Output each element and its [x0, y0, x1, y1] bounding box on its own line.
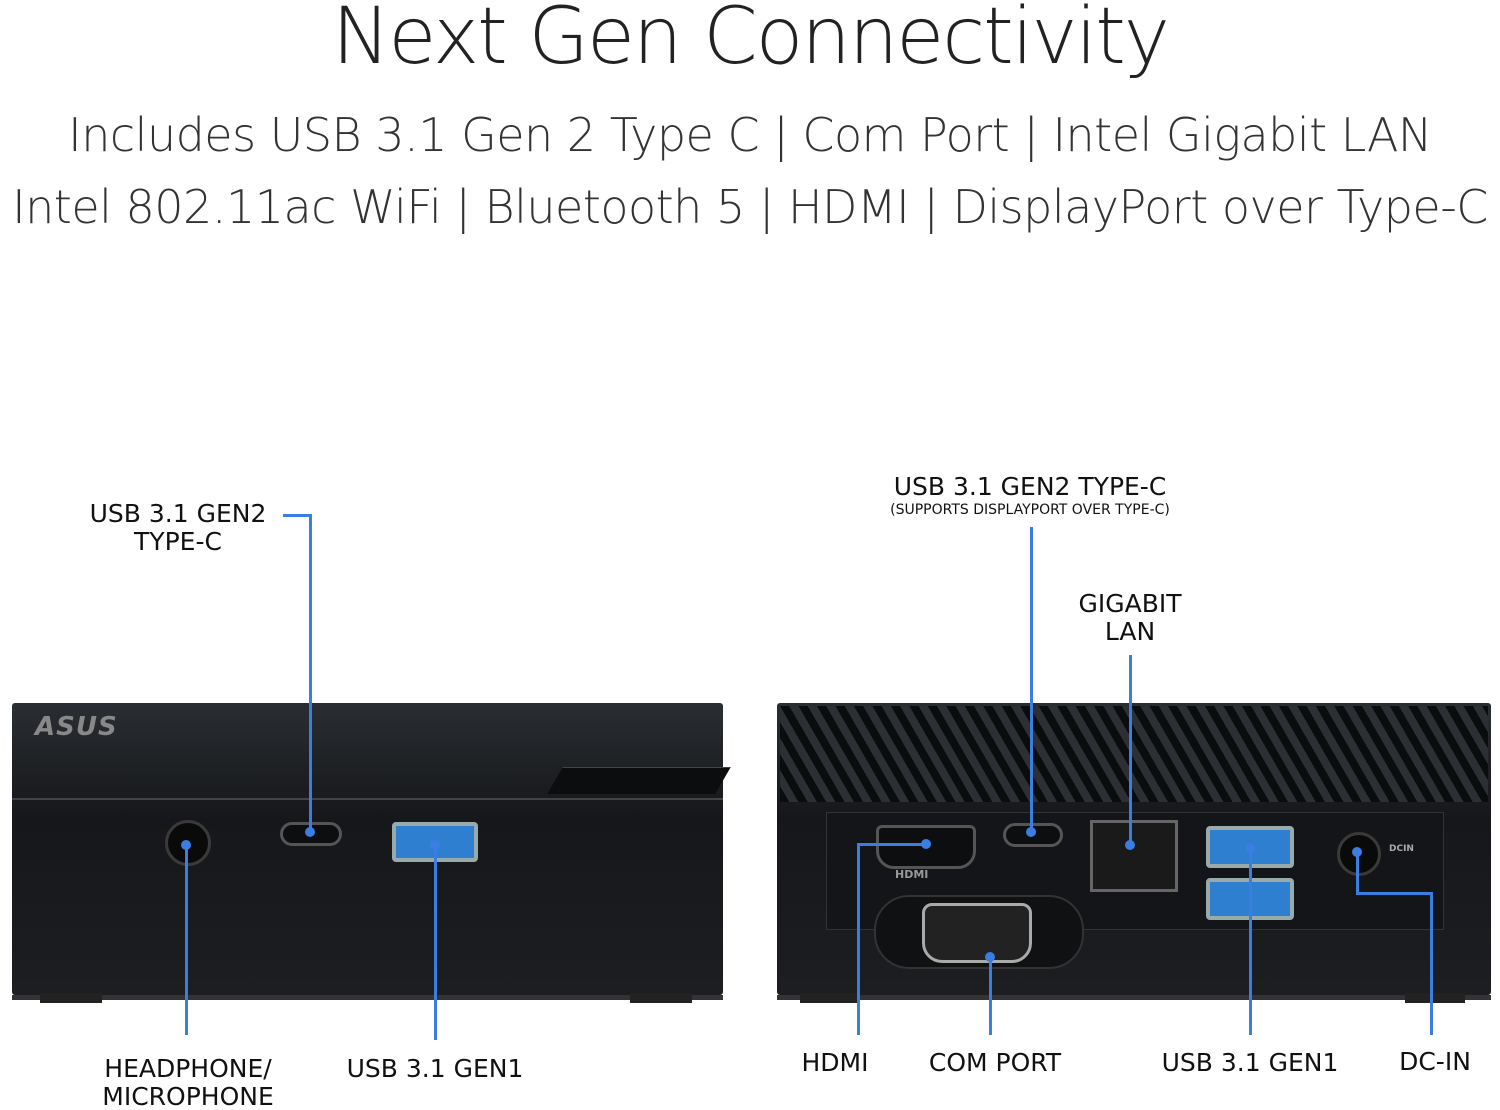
label-line: MICROPHONE: [102, 1082, 274, 1110]
leader-dot: [181, 840, 191, 850]
leader-com: [989, 955, 992, 1035]
leader-dot: [305, 827, 315, 837]
leader-hdmi-v: [857, 843, 860, 1035]
power-button: [547, 767, 731, 794]
hdmi-mark: HDMI: [895, 868, 929, 881]
label-dc-in: DC-IN: [1399, 1047, 1471, 1076]
label-rear-typec: USB 3.1 GEN2 TYPE-C: [893, 472, 1167, 501]
leader-dot: [985, 952, 995, 962]
front-foot-left: [40, 993, 102, 1003]
com-port: [922, 903, 1032, 963]
leader-hdmi-h: [857, 843, 927, 846]
feature-line-1: Includes USB 3.1 Gen 2 Type C | Com Port…: [68, 108, 1432, 162]
front-base: [12, 995, 723, 1000]
leader-dot: [430, 840, 440, 850]
leader-dc-v1: [1356, 852, 1359, 895]
lan-port: [1090, 820, 1178, 892]
leader-dc-h: [1356, 892, 1433, 895]
rear-foot-right: [1405, 993, 1465, 1003]
rear-vent: [780, 706, 1488, 802]
rear-base: [777, 995, 1491, 1000]
leader-rear-usb: [1249, 848, 1252, 1035]
leader-dot: [1352, 847, 1362, 857]
dcin-mark: DCIN: [1389, 844, 1414, 854]
label-headphone-mic: HEADPHONE/ MICROPHONE: [80, 1055, 296, 1110]
label-line: GIGABIT: [1078, 589, 1182, 618]
label-rear-usb: USB 3.1 GEN1: [1161, 1048, 1339, 1077]
label-front-usb: USB 3.1 GEN1: [346, 1054, 524, 1083]
label-line: USB 3.1 GEN2: [89, 499, 267, 528]
leader-dot: [1026, 827, 1036, 837]
front-seam: [12, 798, 723, 800]
label-line: TYPE-C: [134, 527, 222, 556]
audio-jack: [165, 820, 211, 866]
label-hdmi: HDMI: [801, 1048, 869, 1077]
label-com-port: COM PORT: [928, 1048, 1062, 1077]
leader-dc-v2: [1430, 892, 1433, 1035]
leader-dot: [1245, 843, 1255, 853]
front-foot-right: [630, 993, 692, 1003]
leader-front-usb: [434, 845, 437, 1040]
leader-dot: [1125, 840, 1135, 850]
label-front-typec: USB 3.1 GEN2 TYPE-C: [80, 500, 276, 556]
leader-dot: [921, 839, 931, 849]
leader-audio: [185, 845, 188, 1035]
label-gigabit-lan: GIGABIT LAN: [1050, 590, 1210, 646]
rear-foot-left: [800, 993, 860, 1003]
label-line: LAN: [1104, 617, 1156, 646]
feature-line-2: Intel 802.11ac WiFi | Bluetooth 5 | HDMI…: [12, 180, 1488, 234]
leader-front-typec-h: [283, 514, 312, 517]
asus-logo: ASUS: [35, 712, 118, 742]
front-panel-device: [12, 703, 723, 995]
label-line: HEADPHONE/: [104, 1054, 272, 1083]
leader-front-typec-v: [309, 514, 312, 834]
page-title: Next Gen Connectivity: [332, 0, 1170, 82]
leader-rear-typec: [1030, 527, 1033, 833]
leader-lan: [1129, 655, 1132, 845]
label-rear-typec-note: (SUPPORTS DISPLAYPORT OVER TYPE-C): [890, 502, 1170, 518]
